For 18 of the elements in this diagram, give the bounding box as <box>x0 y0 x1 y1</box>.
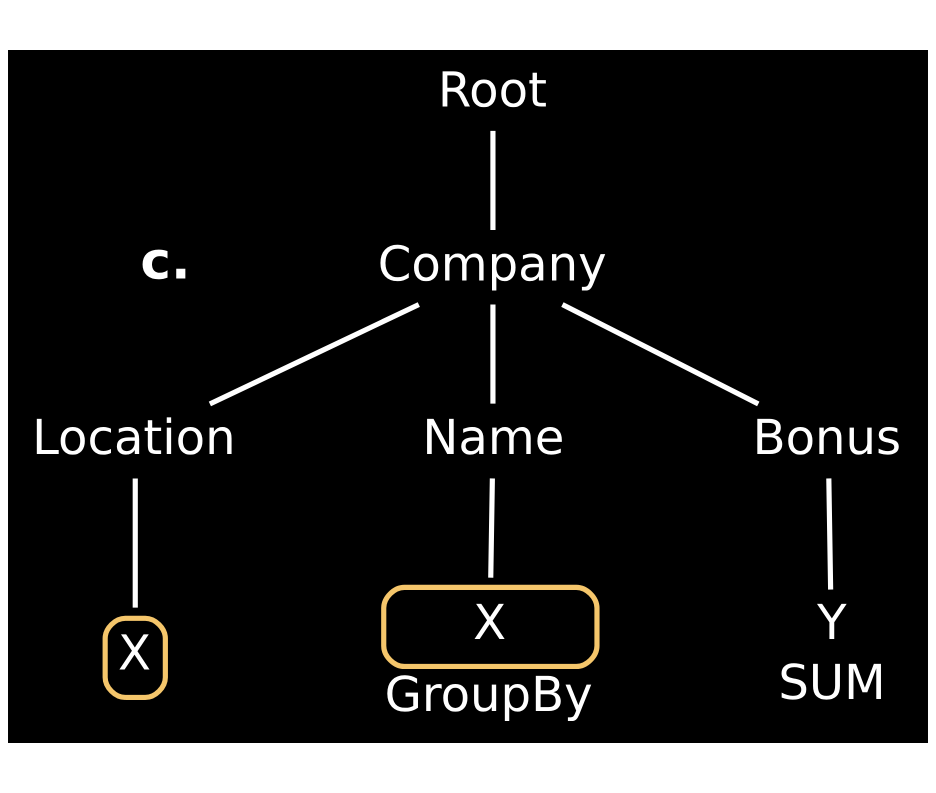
node-text: Name <box>422 410 564 466</box>
node-text: Root <box>438 62 547 119</box>
node-text: Location <box>32 410 236 466</box>
node-text: Y <box>817 594 846 651</box>
connector <box>208 302 420 406</box>
connector <box>132 478 138 608</box>
node-box: X <box>102 616 168 700</box>
label: c. <box>140 232 191 292</box>
node-label: GroupBy <box>384 667 593 724</box>
connector <box>826 478 834 590</box>
node-box: X <box>381 584 600 670</box>
connector <box>561 302 760 406</box>
connector <box>488 478 495 578</box>
node-label: SUM <box>778 654 886 711</box>
node-text: Company <box>378 236 607 292</box>
node-text: Bonus <box>752 410 902 466</box>
connector <box>490 304 496 404</box>
connector <box>490 130 496 230</box>
